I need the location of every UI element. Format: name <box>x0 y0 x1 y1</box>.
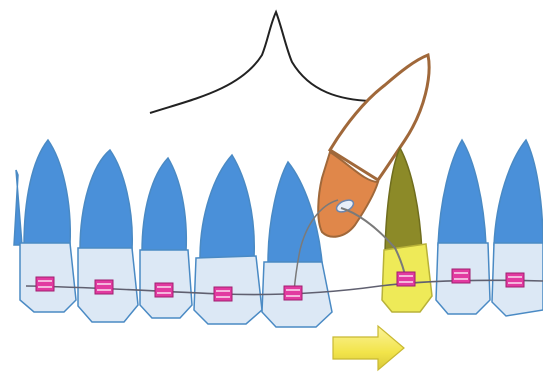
tooth-root <box>268 162 322 262</box>
bracket-target-canine <box>397 272 415 286</box>
tooth-root <box>24 140 70 245</box>
bracket <box>155 283 173 297</box>
movement-arrow-right-icon <box>333 326 404 370</box>
tooth-root <box>14 170 22 245</box>
tooth-root <box>80 150 132 250</box>
tooth-root <box>142 158 186 252</box>
bone-contour-line <box>150 12 372 113</box>
bracket <box>95 280 113 294</box>
bracket <box>506 273 524 287</box>
bracket <box>284 286 302 300</box>
tooth-root <box>438 140 486 245</box>
bracket <box>214 287 232 301</box>
bracket <box>452 269 470 283</box>
bracket <box>36 277 54 291</box>
impacted-canine-root <box>330 55 429 180</box>
tooth-root <box>494 140 543 245</box>
tooth-root <box>200 155 254 258</box>
